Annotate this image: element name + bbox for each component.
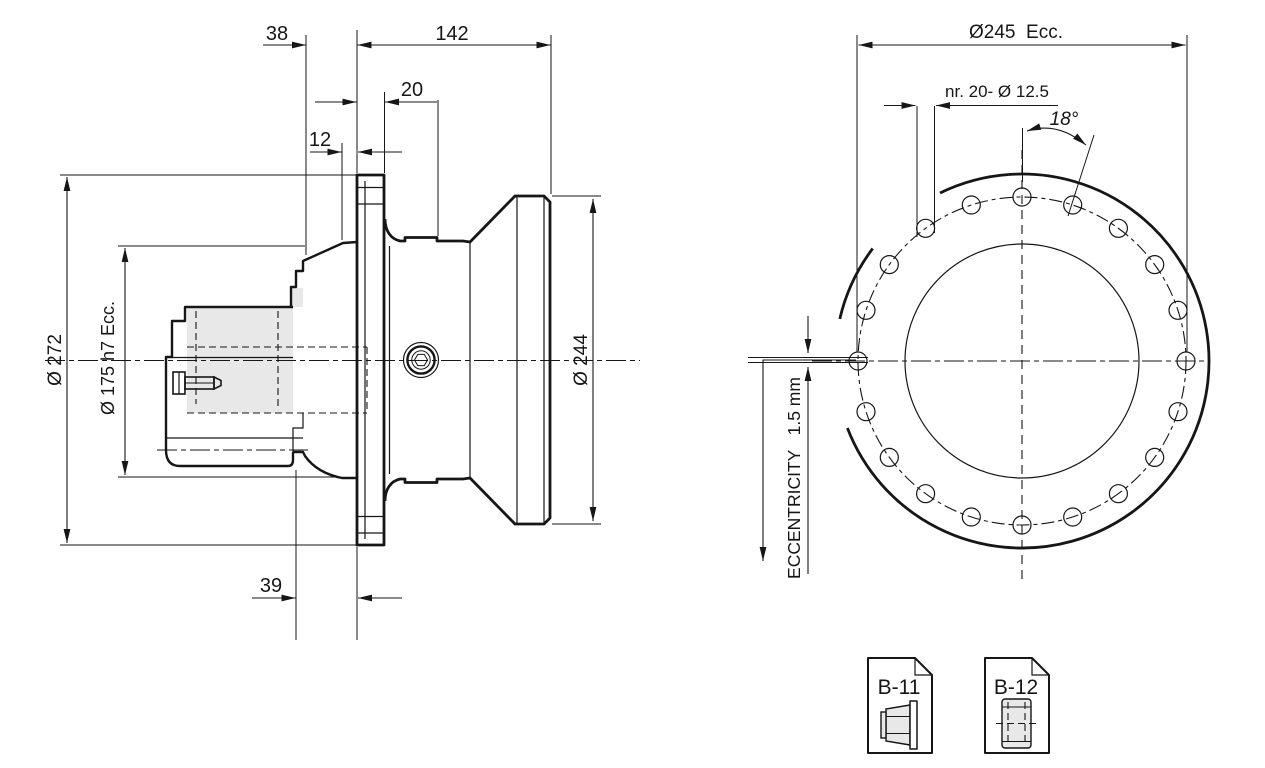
hub-screw: [172, 371, 222, 395]
eccentricity-label: ECCENTRICITY 1.5 mm: [784, 377, 804, 579]
angle-label: 18°: [1050, 109, 1079, 130]
bolt-hole: [961, 195, 981, 215]
reference-page-b11: B-11: [867, 657, 933, 754]
mounting-flange-outline: [355, 173, 386, 547]
reference-pages: B-11 B-12: [867, 657, 1050, 754]
extension-lines-left: [60, 30, 601, 640]
dim-38-label: 38: [266, 23, 288, 45]
dia-272-label: Ø 272: [45, 334, 66, 386]
plug-ring: [406, 345, 436, 375]
dimension-angle: 18°: [1022, 109, 1095, 217]
ring-notch: [292, 413, 304, 452]
bolt-hole: [856, 300, 876, 320]
body-upper-profile: [383, 194, 552, 360]
reference-label-b12: B-12: [994, 676, 1038, 699]
dia-175-label: Ø 175 h7 Ecc.: [98, 301, 118, 415]
body-lower-profile: [383, 360, 552, 526]
hex-socket: [413, 353, 429, 367]
dim-12-label: 12: [309, 129, 331, 151]
bolt-hole: [915, 484, 936, 504]
bolt-hole: [1168, 402, 1188, 422]
dia-245-label: Ø245 Ecc.: [969, 22, 1063, 43]
left-view-section: 38 142 20 12 39 Ø 272 Ø 175 h7 Ecc. Ø 24…: [45, 23, 640, 640]
bolt-hole: [1145, 447, 1165, 467]
dimensions-left: 38 142 20 12 39 Ø 272 Ø 175 h7 Ecc. Ø 24…: [45, 23, 597, 602]
hub-outline: [164, 305, 295, 468]
bolt-hole: [879, 447, 899, 467]
bolt-holes: [848, 187, 1196, 535]
bolt-hole: [1063, 195, 1083, 215]
dim-39-label: 39: [260, 575, 282, 597]
eccentricity-detail: ECCENTRICITY 1.5 mm: [748, 316, 868, 579]
page-fold-icon: [914, 658, 932, 676]
right-view-flange-face: ECCENTRICITY 1.5 mm Ø245 Ecc. nr. 20- Ø …: [748, 22, 1211, 582]
bolt-hole: [1108, 218, 1129, 238]
holes-count-label: nr. 20- Ø 12.5: [945, 82, 1049, 101]
dim-20-label: 20: [401, 79, 423, 101]
flange-outer-circle: [838, 172, 1211, 550]
dimension-dia245: Ø245 Ecc.: [856, 22, 1188, 352]
pilot-ring-upper: [289, 240, 358, 307]
mini-part-front-icon: [880, 700, 918, 750]
mini-part-side-icon: [996, 698, 1037, 749]
collar-section-fill: [291, 288, 303, 307]
pilot-ring-lower: [293, 450, 357, 480]
page-fold-icon: [1031, 658, 1049, 676]
bolt-hole: [961, 507, 981, 527]
reference-label-b11: B-11: [878, 676, 921, 699]
screw-tip: [213, 375, 222, 391]
bolt-hole: [1063, 507, 1083, 527]
eccentricity-leader: [759, 359, 856, 561]
reference-page-b12: B-12: [984, 657, 1050, 754]
dimension-holes: nr. 20- Ø 12.5: [884, 82, 1058, 237]
plug-outer-circle: [402, 341, 440, 379]
bolt-hole: [1108, 484, 1129, 504]
plug-inner-circle: [411, 350, 431, 370]
bolt-hole: [879, 255, 899, 275]
dim-142-label: 142: [435, 23, 468, 45]
bolt-hole: [856, 402, 876, 422]
center-plug: [402, 341, 440, 379]
bolt-hole: [1145, 255, 1165, 275]
dia-244-label: Ø 244: [571, 334, 592, 386]
